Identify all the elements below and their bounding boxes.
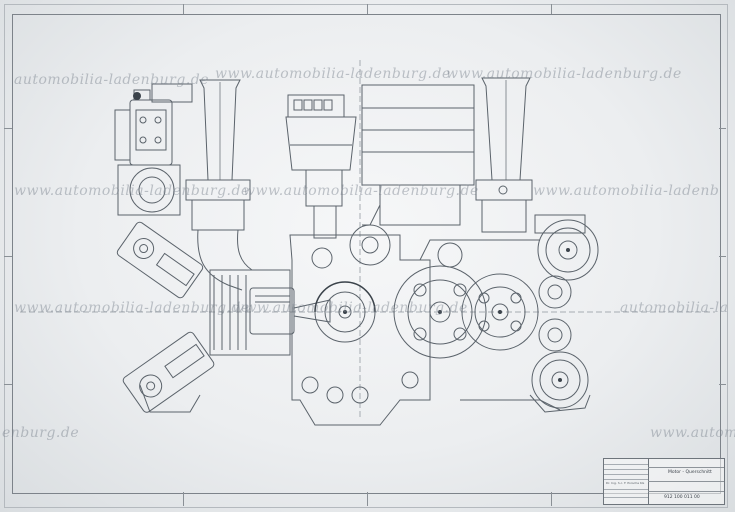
watermark-text: www.automobilia-ladenburg.de — [446, 66, 682, 82]
frame-tick — [551, 4, 552, 14]
left-sump-rail — [139, 384, 201, 413]
frame-tick — [719, 256, 726, 257]
frame-tick — [719, 128, 726, 129]
title-block-revisions: Dr. Ing. h.c. F. Porsche KG — [604, 459, 649, 504]
right-upper-cam-pulley — [534, 214, 599, 281]
frame-tick — [4, 384, 12, 385]
frame-tick — [183, 492, 184, 506]
title-block: Dr. Ing. h.c. F. Porsche KG Motor - Quer… — [603, 458, 725, 505]
frame-tick — [367, 492, 368, 506]
right-intake-trumpet — [475, 77, 533, 233]
title-block-owner: Dr. Ing. h.c. F. Porsche KG — [606, 481, 645, 485]
crankshaft — [314, 281, 376, 343]
watermark-text: www.automobilia-ladenburg.de — [14, 300, 250, 316]
frame-tick — [4, 256, 12, 257]
watermark-text: www.automobilia-ladenburg.de — [215, 66, 451, 82]
left-lower-cam-housing — [122, 331, 215, 413]
crankcase-outline — [289, 234, 431, 426]
right-cover-line — [400, 239, 540, 261]
watermark-text: www.automobilia-ladenburg.de — [14, 183, 250, 199]
watermark-text: enburg.de — [2, 425, 80, 441]
watermark-text: automobilia-la — [620, 300, 729, 316]
watermark-text: www.automobilia-ladenb — [533, 183, 720, 199]
frame-tick — [719, 384, 726, 385]
drawing-number: 912 100 011 00 — [664, 495, 700, 500]
watermark-text: automobilia-ladenburg.de — [14, 72, 210, 88]
right-upper-housing — [361, 84, 475, 226]
frame-tick — [367, 4, 368, 14]
left-upper-cam-housing — [116, 221, 204, 299]
right-sump-line — [460, 399, 561, 411]
gear-train — [349, 224, 572, 359]
right-lower-cam-pulley — [529, 351, 591, 413]
distributor — [285, 94, 357, 269]
left-intake-trumpet — [185, 79, 253, 291]
drawing-frame — [12, 14, 721, 494]
watermark-text: www.automobilia-ladenburg.de — [243, 183, 479, 199]
watermark-text: www.automobilia-ladenburg.de — [232, 300, 468, 316]
frame-tick — [4, 128, 12, 129]
frame-tick — [551, 492, 552, 506]
drawing-title: Motor - Querschnitt — [668, 470, 712, 475]
left-connecting-rod — [293, 299, 331, 323]
left-piston — [249, 287, 295, 335]
left-cylinder — [209, 269, 331, 356]
frame-tick — [183, 4, 184, 14]
left-injection-pump — [114, 83, 193, 216]
watermark-text: www.automobi — [650, 425, 735, 441]
